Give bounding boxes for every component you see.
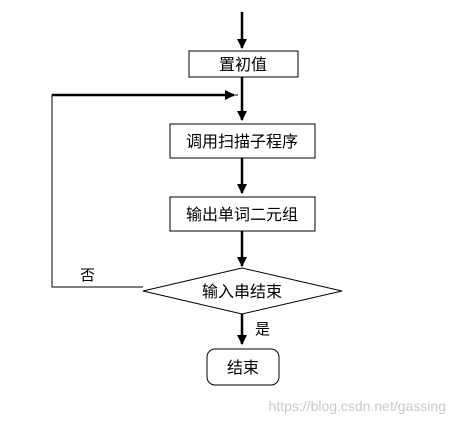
call-scan-label: 调用扫描子程序	[186, 132, 298, 151]
watermark: https://blog.csdn.net/gassing	[269, 398, 446, 414]
init-label: 置初值	[219, 55, 267, 74]
yes-label: 是	[255, 320, 270, 338]
output-pair-label: 输出单词二元组	[186, 205, 298, 224]
end-label: 结束	[227, 358, 259, 377]
call-scan-box: 调用扫描子程序	[169, 123, 316, 159]
no-label: 否	[80, 266, 95, 284]
decision-label: 输入串结束	[202, 282, 282, 301]
output-pair-box: 输出单词二元组	[169, 196, 316, 232]
decision-diamond: 输入串结束	[142, 267, 343, 315]
init-box: 置初值	[188, 50, 299, 78]
end-box: 结束	[206, 348, 280, 386]
